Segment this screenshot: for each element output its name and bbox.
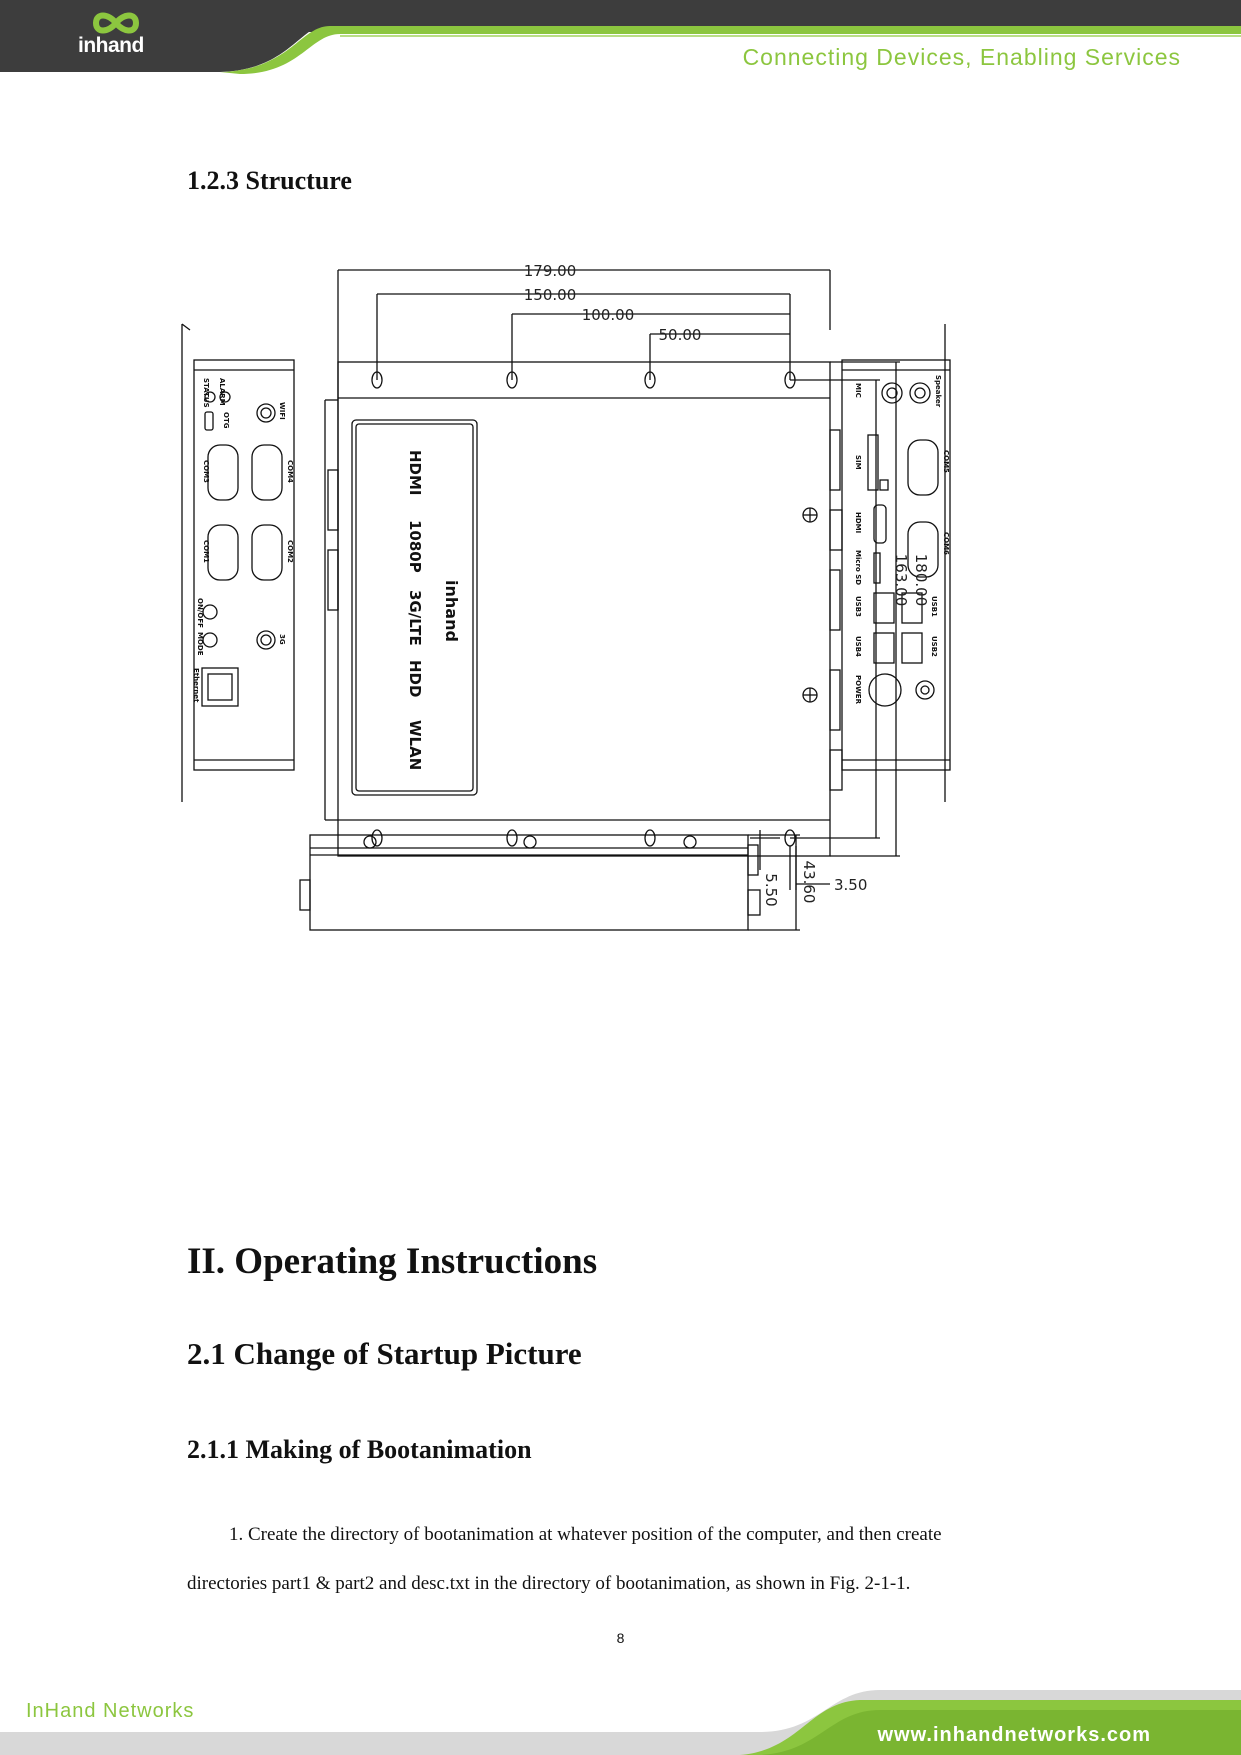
- dim-50: 50.00: [659, 326, 702, 344]
- label-usb3: USB3: [854, 596, 862, 617]
- paragraph-line-1: 1. Create the directory of bootanimation…: [229, 1524, 942, 1545]
- label-speaker: Speaker: [934, 375, 942, 408]
- subsection-title-bootanimation: 2.1.1 Making of Bootanimation: [187, 1435, 532, 1464]
- section-title-structure: 1.2.3 Structure: [187, 166, 352, 195]
- label-status: STATUS: [202, 378, 210, 408]
- section-title-startup: 2.1 Change of Startup Picture: [187, 1336, 582, 1371]
- dim-5-50: 5.50: [762, 873, 780, 906]
- top-view-body: [324, 361, 843, 857]
- logo-mark-icon: [92, 12, 140, 34]
- label-com6: COM6: [942, 532, 950, 555]
- label-3g-lte: 3G/LTE: [406, 590, 424, 646]
- label-onoff: ON/OFF: [196, 598, 204, 628]
- dim-179: 179.00: [524, 262, 577, 280]
- label-hdd: HDD: [406, 660, 424, 697]
- dim-163: 163.00: [892, 554, 910, 607]
- label-power: POWER: [854, 675, 862, 705]
- paragraph-line-2: directories part1 & part2 and desc.txt i…: [187, 1573, 911, 1594]
- dim-3-50: 3.50: [834, 876, 867, 894]
- label-com1: COM1: [202, 540, 210, 563]
- label-usb4: USB4: [854, 636, 862, 657]
- dim-180: 180.00: [912, 554, 930, 607]
- label-com2: COM2: [286, 540, 294, 563]
- label-hdmi-port: HDMI: [854, 512, 862, 533]
- page-header: inhand Connecting Devices, Enabling Serv…: [0, 0, 1241, 80]
- logo-text: inhand: [78, 34, 144, 57]
- header-band: [0, 0, 1241, 74]
- label-com3: COM3: [202, 460, 210, 483]
- body-paragraph: 1. Create the directory of bootanimation…: [187, 1510, 1067, 1608]
- structure-drawing: 179.00 150.00 100.00 50.00 180.00 163.00…: [181, 262, 951, 931]
- label-otg: OTG: [222, 412, 230, 429]
- mounting-holes: [371, 371, 818, 847]
- chapter-title: II. Operating Instructions: [187, 1241, 598, 1282]
- header-tagline: Connecting Devices, Enabling Services: [742, 44, 1181, 70]
- label-wlan: WLAN: [406, 720, 424, 770]
- label-com4: COM4: [286, 460, 294, 483]
- label-com5: COM5: [942, 450, 950, 473]
- side-elevation: [299, 834, 800, 931]
- dim-150: 150.00: [524, 286, 577, 304]
- label-wifi: WIFI: [278, 402, 286, 420]
- dim-100: 100.00: [582, 306, 635, 324]
- page-number: 8: [616, 1630, 625, 1646]
- label-usb2: USB2: [930, 636, 938, 657]
- label-sim: SIM: [854, 455, 862, 470]
- label-ethernet: Ethernet: [192, 668, 200, 703]
- label-1080p: 1080P: [406, 520, 424, 573]
- label-mode: MODE: [196, 632, 204, 656]
- footer-band: [0, 1690, 1241, 1755]
- footer-website: www.inhandnetworks.com: [877, 1724, 1151, 1746]
- label-microsd: Micro SD: [854, 550, 862, 585]
- dim-43-60: 43.60: [800, 861, 818, 904]
- footer-company: InHand Networks: [26, 1700, 195, 1722]
- right-panel-drawing: [841, 324, 951, 802]
- page-footer: InHand Networks www.inhandnetworks.com: [0, 1680, 1241, 1755]
- label-usb1: USB1: [930, 596, 938, 617]
- label-mic: MIC: [854, 383, 862, 398]
- label-brand: inhand: [442, 580, 461, 642]
- left-panel-drawing: [181, 323, 295, 802]
- label-hdmi: HDMI: [406, 450, 424, 496]
- label-alarm: ALARM: [218, 378, 226, 406]
- dimension-top: [337, 269, 831, 610]
- label-3g: 3G: [278, 634, 286, 645]
